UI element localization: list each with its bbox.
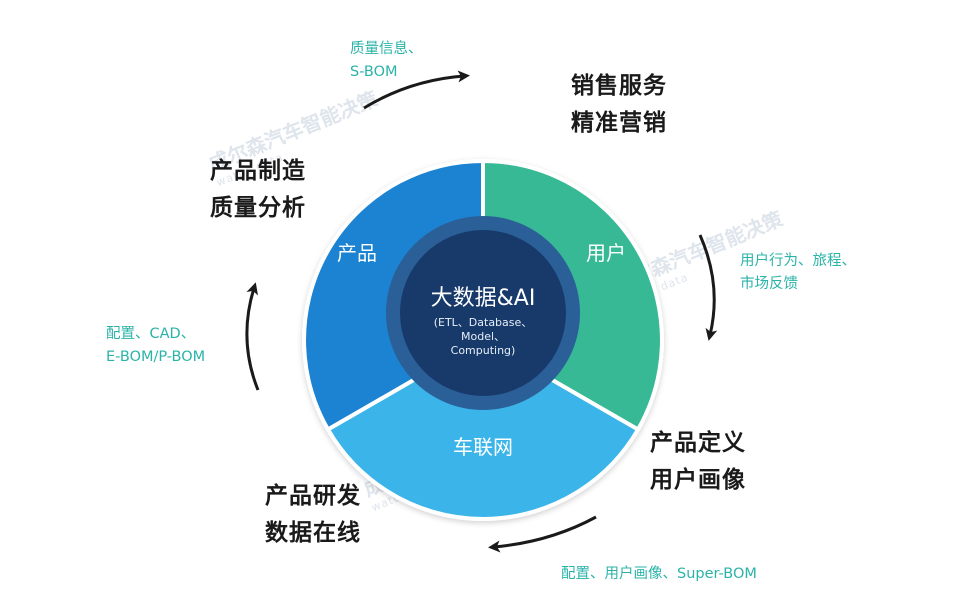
hub-core <box>400 230 566 396</box>
segment-label-product: 产品 <box>337 241 377 265</box>
phase-line: 精准营销 <box>571 110 667 136</box>
phase-line: 销售服务 <box>571 73 667 99</box>
phase-line: 产品研发 <box>265 483 361 509</box>
note-line: 市场反馈 <box>740 276 798 292</box>
note-line: 配置、CAD、 <box>106 326 196 342</box>
phase-line: 产品定义 <box>650 430 746 456</box>
hub-subtitle-line: (ETL、Database、 <box>434 316 533 329</box>
note-line: E-BOM/P-BOM <box>106 349 206 365</box>
hub-subtitle-line: Model、 <box>461 330 505 343</box>
flow-arrow-right <box>698 234 718 341</box>
phase-line: 用户画像 <box>650 467 746 493</box>
segment-connected-car <box>325 337 641 521</box>
hub-title: 大数据&AI <box>431 286 536 311</box>
note-left: 配置、CAD、 E-BOM/P-BOM <box>106 323 205 369</box>
flow-arrow-top <box>363 70 470 110</box>
phase-sales: 销售服务 精准营销 <box>571 68 667 142</box>
segment-label-connected-car: 车联网 <box>453 435 513 459</box>
phase-development: 产品研发 数据在线 <box>265 478 361 552</box>
phase-line: 产品制造 <box>210 158 306 184</box>
note-right: 用户行为、旅程、 市场反馈 <box>740 250 856 296</box>
phase-definition: 产品定义 用户画像 <box>650 425 746 499</box>
note-line: 质量信息、 <box>350 41 423 57</box>
note-bottom: 配置、用户画像、Super-BOM <box>561 563 757 586</box>
phase-line: 数据在线 <box>265 520 361 546</box>
hub-subtitle-line: Computing) <box>451 344 516 357</box>
phase-manufacturing: 产品制造 质量分析 <box>210 153 306 227</box>
flow-arrow-bottom <box>488 515 597 553</box>
phase-line: 质量分析 <box>210 195 306 221</box>
note-line: 用户行为、旅程、 <box>740 253 856 269</box>
note-line: 配置、用户画像、Super-BOM <box>561 566 757 582</box>
note-line: S-BOM <box>350 64 398 80</box>
flow-arrow-left <box>245 282 260 391</box>
segment-label-user: 用户 <box>586 241 626 265</box>
note-top: 质量信息、 S-BOM <box>350 38 423 84</box>
